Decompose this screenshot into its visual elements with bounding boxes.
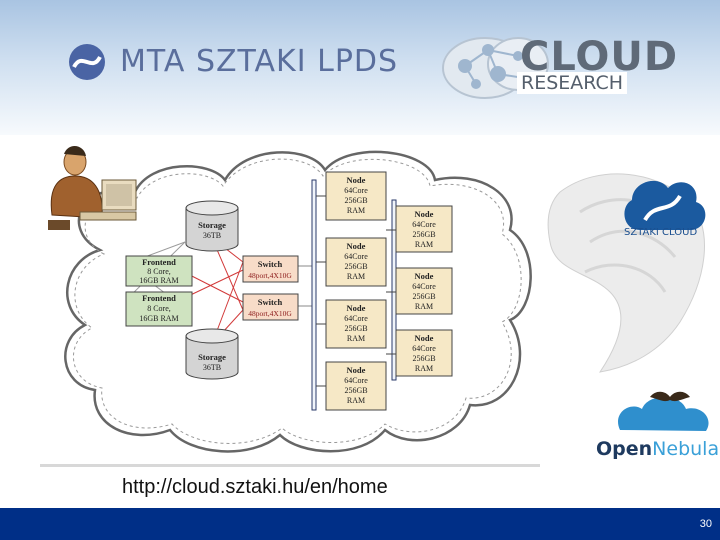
org-logo-text: MTA SZTAKI LPDS	[120, 44, 399, 79]
cloud-research-subtitle: RESEARCH	[517, 72, 628, 94]
frontend-2-title: Frontend	[142, 293, 176, 303]
node-left-3: Node 64Core 256GB RAM	[316, 299, 387, 349]
opennebula-logo-icon	[618, 391, 709, 431]
node-right-1-mem: 256GB	[412, 230, 435, 239]
frontend-1-title: Frontend	[142, 257, 176, 267]
frontend-1: Frontend 8 Core, 16GB RAM	[125, 255, 193, 287]
node-right-2-ram: RAM	[415, 302, 433, 311]
frontend-1-ram: 16GB RAM	[139, 276, 178, 285]
storage-top-title: Storage	[198, 220, 226, 230]
page-number: 30	[699, 518, 712, 530]
storage-top: Storage 36TB	[185, 200, 239, 252]
footer-bar: 30	[0, 508, 720, 540]
sztaki-cloud-blue-icon	[624, 180, 706, 230]
node-left-2: Node 64Core 256GB RAM	[316, 237, 387, 287]
switch-1: Switch 48port,4X10G	[242, 255, 299, 283]
node-left-2-mem: 256GB	[344, 262, 367, 271]
sztaki-cloud-griffin-logo-icon	[547, 173, 706, 373]
node-right-2: Node 64Core 256GB RAM	[386, 267, 453, 315]
storage-bottom-detail: 36TB	[203, 363, 221, 372]
node-left-4-mem: 256GB	[344, 386, 367, 395]
sztaki-cloud-label: SZTAKI CLOUD	[624, 227, 698, 238]
header-banner	[0, 0, 720, 135]
frontend-2-cores: 8 Core,	[147, 304, 171, 313]
node-right-2-cores: 64Core	[412, 282, 436, 291]
opennebula-open-text: Open	[596, 438, 653, 460]
node-left-1-mem: 256GB	[344, 196, 367, 205]
switch-2-detail: 48port,4X10G	[248, 309, 292, 318]
node-left-2-ram: RAM	[347, 272, 365, 281]
node-right-3-mem: 256GB	[412, 354, 435, 363]
cloud-architecture-diagram: Storage 36TB Storage 36TB Frontend 8 Cor…	[48, 145, 532, 453]
node-left-4-title: Node	[347, 365, 366, 375]
node-left-4: Node 64Core 256GB RAM	[316, 361, 387, 411]
node-left-1-cores: 64Core	[344, 186, 368, 195]
node-right-3-cores: 64Core	[412, 344, 436, 353]
node-left-1-ram: RAM	[347, 206, 365, 215]
node-left-3-cores: 64Core	[344, 314, 368, 323]
storage-top-detail: 36TB	[203, 231, 221, 240]
opennebula-wordmark: OpenNebula	[596, 438, 719, 460]
node-left-2-title: Node	[347, 241, 366, 251]
diagram-divider	[40, 464, 540, 467]
node-left-2-cores: 64Core	[344, 252, 368, 261]
operator-person-icon	[48, 145, 137, 230]
switch-2: Switch 48port,4X10G	[242, 293, 299, 321]
node-right-3-ram: RAM	[415, 364, 433, 373]
node-right-1-cores: 64Core	[412, 220, 436, 229]
cloud-research-logo-icon	[442, 37, 549, 99]
frontend-2: Frontend 8 Core, 16GB RAM	[125, 291, 193, 327]
node-left-3-ram: RAM	[347, 334, 365, 343]
storage-bottom: Storage 36TB	[185, 328, 239, 380]
node-left-1-title: Node	[347, 175, 366, 185]
storage-bottom-title: Storage	[198, 352, 226, 362]
node-right-3: Node 64Core 256GB RAM	[386, 329, 453, 377]
node-right-2-title: Node	[415, 271, 434, 281]
node-left-3-mem: 256GB	[344, 324, 367, 333]
node-right-1: Node 64Core 256GB RAM	[386, 205, 453, 253]
node-right-1-title: Node	[415, 209, 434, 219]
node-left-3-title: Node	[347, 303, 366, 313]
frontend-2-ram: 16GB RAM	[139, 314, 178, 323]
opennebula-nebula-text: Nebula	[652, 438, 720, 460]
node-left-4-ram: RAM	[347, 396, 365, 405]
switch-1-detail: 48port,4X10G	[248, 271, 292, 280]
switch-to-bus-links	[298, 265, 312, 307]
node-right-1-ram: RAM	[415, 240, 433, 249]
frontend-1-cores: 8 Core,	[147, 267, 171, 276]
node-right-2-mem: 256GB	[412, 292, 435, 301]
node-left-1: Node 64Core 256GB RAM	[316, 171, 387, 221]
node-left-4-cores: 64Core	[344, 376, 368, 385]
switch-1-title: Switch	[258, 259, 283, 269]
node-right-3-title: Node	[415, 333, 434, 343]
sztaki-logo-icon	[69, 44, 105, 80]
switch-2-title: Switch	[258, 297, 283, 307]
project-url-link[interactable]: http://cloud.sztaki.hu/en/home	[122, 476, 388, 498]
